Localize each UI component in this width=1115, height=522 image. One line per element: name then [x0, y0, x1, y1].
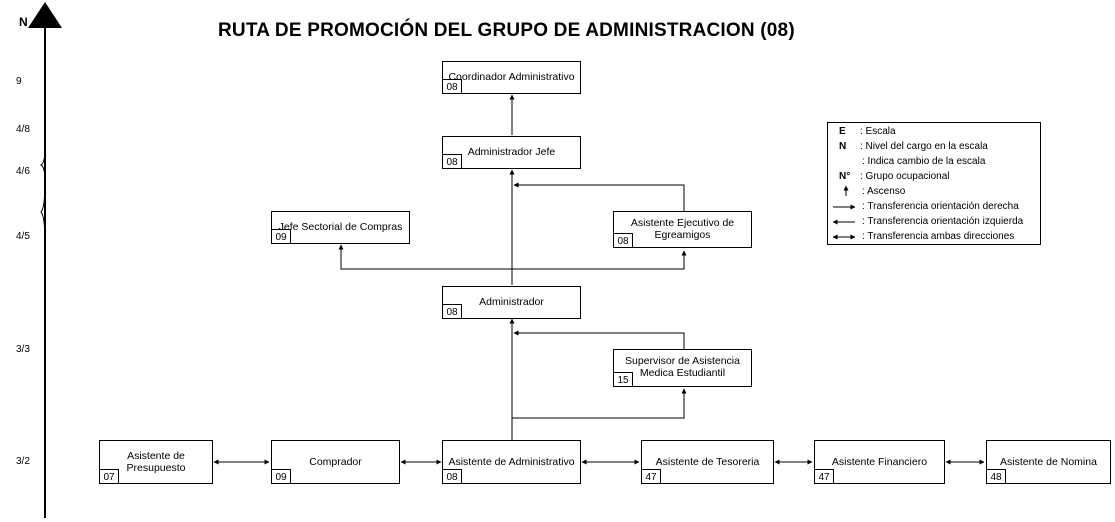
level-label: 4/5: [16, 231, 30, 242]
legend-text: : Transferencia orientación derecha: [862, 201, 1019, 212]
box-asistente-financiero: Asistente Financiero 47: [814, 440, 945, 484]
box-asistente-nomina: Asistente de Nomina 48: [986, 440, 1111, 484]
box-label: Presupuesto: [126, 462, 186, 474]
group-code: 08: [442, 79, 462, 94]
line-ejecutivo-to-jefe: [513, 182, 685, 211]
group-code: 09: [271, 469, 291, 484]
box-label: Medica Estudiantil: [639, 367, 726, 379]
box-jefe-sectorial-compras: Jefe Sectorial de Compras 09: [271, 211, 410, 244]
box-label: Administrador Jefe: [467, 146, 556, 158]
legend-text: : Indica cambio de la escala: [862, 156, 986, 167]
group-code: 08: [442, 304, 462, 319]
level-label: 3/2: [16, 456, 30, 467]
box-comprador: Comprador 09: [271, 440, 400, 484]
legend-box: E : Escala N : Nivel del cargo en la esc…: [827, 122, 1041, 245]
box-label: Asistente de: [127, 450, 185, 462]
line-supervisor-to-administrador: [513, 330, 685, 349]
legend-text: : Grupo ocupacional: [860, 171, 950, 182]
group-code: 47: [641, 469, 661, 484]
group-code: 08: [442, 154, 462, 169]
box-label: Egreamigos: [654, 229, 711, 241]
box-asistente-administrativo: Asistente de Administrativo 08: [442, 440, 581, 484]
legend-text: : Nivel del cargo en la escala: [860, 141, 988, 152]
legend-text: : Escala: [860, 126, 896, 137]
scale-change-brace-top: [39, 147, 46, 183]
line-admin-to-supervisor: [512, 388, 687, 419]
box-label: Coordinador Administrativo: [448, 71, 575, 83]
line-administrador-to-compras: [338, 244, 512, 270]
box-administrador: Administrador 08: [442, 286, 581, 319]
level-label: 9: [16, 76, 22, 87]
box-label: Comprador: [309, 456, 362, 468]
level-label: 4/8: [16, 124, 30, 135]
group-code: 09: [271, 229, 291, 244]
group-code: 47: [814, 469, 834, 484]
box-administrador-jefe: Administrador Jefe 08: [442, 136, 581, 169]
legend-text: : Ascenso: [862, 186, 906, 197]
axis-label: N: [19, 15, 28, 29]
group-code: 08: [613, 233, 633, 248]
box-label: Asistente de Tesoreria: [655, 456, 760, 468]
box-coordinador-administrativo: Coordinador Administrativo 08: [442, 61, 581, 94]
legend-text: : Transferencia ambas direcciones: [862, 231, 1015, 242]
box-label: Asistente de Administrativo: [448, 456, 575, 468]
box-label: Asistente de Nomina: [1000, 456, 1097, 468]
box-asistente-presupuesto: Asistente de Presupuesto 07: [99, 440, 213, 484]
group-code: 08: [442, 469, 462, 484]
box-label: Administrador: [479, 296, 544, 308]
legend-symbol: N°: [839, 171, 851, 182]
level-label: 3/3: [16, 344, 30, 355]
box-asistente-tesoreria: Asistente de Tesoreria 47: [641, 440, 774, 484]
legend-text: : Transferencia orientación izquierda: [862, 216, 1024, 227]
group-code: 48: [986, 469, 1006, 484]
diagram-title: RUTA DE PROMOCIÓN DEL GRUPO DE ADMINISTR…: [218, 20, 795, 41]
level-label: 4/6: [16, 166, 30, 177]
box-label: Asistente Financiero: [831, 456, 928, 468]
box-asistente-ejecutivo: Asistente Ejecutivo de Egreamigos 08: [613, 211, 752, 248]
box-label: Supervisor de Asistencia: [625, 355, 740, 367]
legend-symbol: N: [839, 141, 847, 152]
box-label: Jefe Sectorial de Compras: [278, 221, 403, 233]
legend-symbol: E: [839, 126, 846, 137]
box-label: Asistente Ejecutivo de: [630, 217, 735, 229]
scale-change-brace-bottom: [40, 179, 46, 245]
box-supervisor-asistencia: Supervisor de Asistencia Medica Estudian…: [613, 349, 752, 387]
group-code: 07: [99, 469, 119, 484]
group-code: 15: [613, 372, 633, 387]
line-administrador-to-ejecutivo: [512, 250, 687, 270]
axis-arrowhead: [28, 2, 62, 28]
